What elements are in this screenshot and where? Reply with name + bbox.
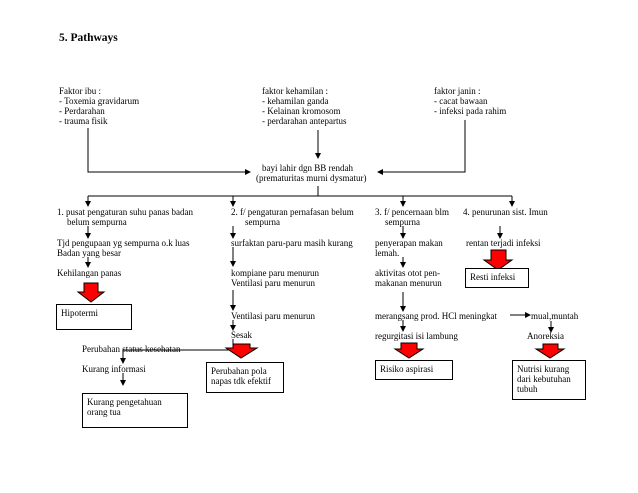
nutrisi-kurang-box: Nutrisi kurang dari kebutuhan tubuh — [512, 360, 586, 400]
faktor-ibu-title: Faktor ibu : — [59, 86, 101, 96]
red-arrow-nutrisi — [534, 343, 566, 359]
nutrisi-kurang-line2: dari kebutuhan — [517, 374, 571, 384]
col4-step-a: rentan terjadi infeksi — [466, 238, 541, 248]
col3-heading-line1: 3. f/ pencernaan blm — [375, 207, 449, 217]
faktor-kehamilan-item: - perdarahan antepartus — [262, 116, 347, 126]
janin-connector — [377, 120, 466, 175]
center-line-2: (prematuritas murni dysmatur) — [256, 173, 367, 183]
col3-step-b: aktivitas otot pen- makanan menurun — [375, 268, 442, 288]
col1-step-a-line2: Badan yang besar — [57, 248, 121, 258]
faktor-janin-item: - cacat bawaan — [434, 96, 488, 106]
col2-step-c: Ventilasi paru menurun — [231, 311, 315, 321]
col3-step-a-line2: lemah. — [375, 248, 400, 258]
pola-napas-line1: Perubahan pola — [211, 366, 267, 376]
faktor-ibu-item: - Perdarahan — [59, 106, 105, 116]
col3-heading: 3. f/ pencernaan blm sempurna — [375, 207, 449, 227]
faktor-kehamilan-item: - Kelainan kromosom — [262, 106, 341, 116]
pola-napas-line2: napas tdk efektif — [211, 376, 271, 386]
red-arrow-pola-napas — [224, 343, 259, 359]
faktor-janin-item: - infeksi pada rahim — [434, 106, 507, 116]
pola-napas-box: Perubahan pola napas tdk efektif — [206, 362, 284, 393]
col2-step-b-line1: kompiane paru menurun — [231, 268, 319, 278]
ibu-connector — [87, 128, 251, 175]
nutrisi-kurang-line1: Nutrisi kurang — [517, 364, 570, 374]
faktor-ibu-list: Faktor ibu : - Toxemia gravidarum - Perd… — [59, 86, 139, 126]
nutrisi-kurang-line3: tubuh — [517, 384, 538, 394]
kurang-pengetahuan-line1: Kurang pengetahuan — [87, 397, 162, 407]
faktor-kehamilan-item: - kehamilan ganda — [262, 96, 329, 106]
col3-step-a: penyerapan makan lemah. — [375, 238, 443, 258]
col2-step-b: kompiane paru menurun Ventilasi paru men… — [231, 268, 319, 288]
center-node: bayi lahir dgn BB rendah (prematuritas m… — [256, 163, 366, 183]
col1-heading: 1. pusat pengaturan suhu panas badan bel… — [57, 207, 193, 227]
col2-heading-line2: sempurna — [245, 217, 280, 227]
page-heading: 5. Pathways — [59, 32, 118, 44]
col3-step-a-line1: penyerapan makan — [375, 238, 443, 248]
kurang-pengetahuan-line2: orang tua — [87, 407, 121, 417]
col1-step-b: Kehilangan panas — [57, 268, 122, 278]
col1-step-a: Tjd pengupaan yg sempurna o.k luas Badan… — [57, 238, 189, 258]
col2-step-d: Sesak — [231, 330, 252, 340]
col3-heading-line2: sempurna — [385, 217, 420, 227]
col2-heading: 2. f/ pengaturan pernafasan belum sempur… — [231, 207, 354, 227]
faktor-ibu-item: - trauma fisik — [59, 116, 108, 126]
faktor-ibu-item: - Toxemia gravidarum — [59, 96, 140, 106]
hipotermi-box: Hipotermi — [56, 304, 132, 330]
faktor-kehamilan-title: faktor kehamilan : — [262, 86, 328, 96]
red-arrow-resti — [482, 249, 514, 271]
red-arrow-hipotermi — [76, 282, 106, 303]
resti-infeksi-box: Resti infeksi — [465, 268, 529, 288]
col2-heading-line1: 2. f/ pengaturan pernafasan belum — [231, 207, 354, 217]
col3-step-b-line2: makanan menurun — [375, 278, 442, 288]
col1-heading-line2: belum sempurna — [67, 217, 127, 227]
center-line-1: bayi lahir dgn BB rendah — [262, 163, 353, 173]
col2-step-e: Perubahan status kesehatan — [82, 344, 181, 354]
col4-heading: 4. penurunan sist. Imun — [463, 207, 548, 217]
red-arrow-aspirasi — [393, 342, 425, 359]
col4-step-b: mual,muntah — [531, 311, 579, 321]
col4-step-c: Anoreksia — [527, 331, 564, 341]
faktor-janin-list: faktor janin : - cacat bawaan - infeksi … — [434, 86, 506, 116]
col3-step-c: merangsang prod. HCl meningkat — [375, 311, 497, 321]
faktor-kehamilan-list: faktor kehamilan : - kehamilan ganda - K… — [262, 86, 346, 126]
col1-heading-line1: 1. pusat pengaturan suhu panas badan — [57, 207, 193, 217]
kurang-pengetahuan-box: Kurang pengetahuan orang tua — [82, 393, 188, 428]
risiko-aspirasi-box: Risiko aspirasi — [375, 360, 453, 380]
col2-step-a: surfaktan paru-paru masih kurang — [231, 238, 353, 248]
col2-step-f: Kurang informasi — [82, 364, 146, 374]
faktor-janin-title: faktor janin : — [434, 86, 481, 96]
col3-step-b-line1: aktivitas otot pen- — [375, 268, 440, 278]
col3-step-d: regurgitasi isi lambung — [375, 331, 458, 341]
col2-step-b-line2: Ventilasi paru menurun — [231, 278, 315, 288]
col1-step-a-line1: Tjd pengupaan yg sempurna o.k luas — [57, 238, 190, 248]
